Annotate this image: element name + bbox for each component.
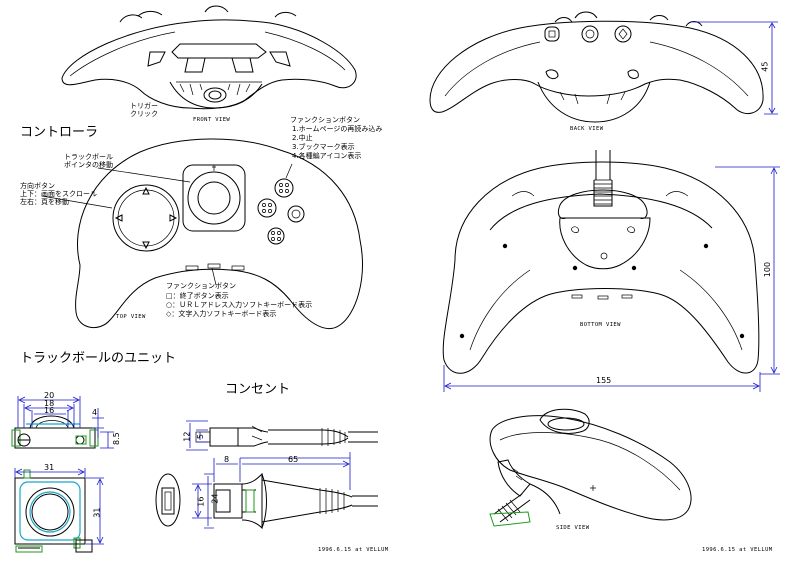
front-view-label: FRONT VIEW: [193, 117, 231, 123]
dim-back-height: 45: [760, 61, 770, 72]
outlet-plug-drawing: [155, 420, 378, 530]
bottom-view-label: BOTTOM VIEW: [580, 322, 621, 328]
top-view-drawing: [41, 138, 363, 330]
side-view-label: SIDE VIEW: [556, 525, 590, 531]
function-bottom-item-2: ○：ＵＲＬアドレス入力ソフトキーボード表示: [166, 301, 313, 309]
side-view-drawing: [489, 408, 692, 527]
dim-unit-w1: 20: [44, 391, 55, 400]
function-top-item-1: 1.ホームページの再読み込み: [292, 125, 383, 133]
dim-bottom-width: 155: [596, 376, 612, 385]
dim-plug-h2: 5: [195, 434, 205, 440]
dim-unit-base-h: 31: [92, 507, 102, 518]
controller-title: コントローラ: [20, 125, 99, 140]
dim-unit-h1: 4: [92, 408, 98, 417]
dim-bottom-height: 100: [763, 261, 773, 278]
dim-plug-len2: 65: [288, 455, 299, 464]
dim-unit-w3: 16: [44, 406, 55, 415]
function-bottom-item-1: □：終了ボタン表示: [166, 292, 229, 300]
dim-plug-len1: 8: [224, 455, 230, 464]
function-top-item-3: 3.ブックマーク表示: [292, 143, 355, 151]
trigger-label: トリガー クリック: [130, 102, 158, 119]
top-view-label: TOP VIEW: [116, 314, 146, 320]
trackball-unit-title: トラックボールのユニット: [20, 351, 177, 366]
trackball-unit-drawing: [11, 396, 114, 553]
direction-label: 方向ボタン 上下：画面をスクロール 左右：頁を移動: [20, 182, 97, 207]
function-top-title: ファンクションボタン: [290, 116, 360, 124]
outlet-title: コンセント: [225, 382, 291, 397]
dim-unit-h2: 8.5: [111, 432, 121, 445]
function-top-item-2: 2.中止: [292, 134, 313, 142]
dim-plug-h4: 24: [210, 493, 220, 504]
bottom-view-drawing: [442, 150, 780, 392]
front-view-drawing: [61, 5, 357, 110]
dim-plug-h3: 16: [196, 496, 206, 507]
function-bottom-title: ファンクションボタン: [166, 282, 236, 290]
trackball-label: トラックボール ポインタの移動: [64, 153, 113, 170]
dim-unit-w2: 18: [44, 399, 55, 408]
function-top-item-4: 4.各種編アイコン表示: [292, 152, 362, 160]
back-view-label: BACK VIEW: [570, 126, 604, 132]
back-view-drawing: [429, 11, 778, 123]
dim-plug-h1: 12: [182, 431, 192, 442]
function-bottom-item-3: ◇：文字入力ソフトキーボード表示: [166, 310, 277, 318]
date-stamp-right: 1996.6.15 at VELLUM: [702, 547, 773, 553]
dim-unit-base-w: 31: [44, 463, 55, 472]
date-stamp-left: 1996.6.15 at VELLUM: [318, 547, 389, 553]
